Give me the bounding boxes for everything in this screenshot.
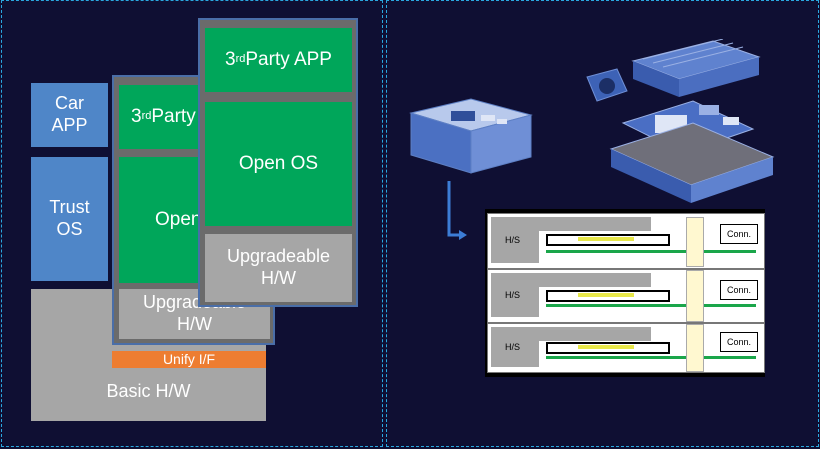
card-frame [546, 342, 670, 354]
trust-os-block: Trust OS [31, 157, 108, 281]
connector-label: Conn. [720, 224, 758, 244]
pcb-shelf [539, 217, 651, 231]
car-app-block: Car APP [31, 83, 108, 147]
rack-row: H/S Conn. [487, 213, 765, 269]
unify-if-block: Unify I/F [112, 351, 266, 368]
compute-box-illustration [409, 98, 533, 174]
connector-label: Conn. [720, 280, 758, 300]
yellow-chip [578, 345, 634, 349]
connector-post [686, 217, 704, 267]
yellow-chip [578, 293, 634, 297]
card-frame [546, 234, 670, 246]
card-frame [546, 290, 670, 302]
heatsink-block: H/S [491, 273, 539, 317]
green-board [546, 356, 756, 359]
front-open-os-block: Open OS [205, 102, 352, 226]
green-board [546, 304, 756, 307]
exploded-hardware-illustration [586, 39, 775, 203]
rack-row: H/S Conn. [487, 323, 765, 373]
yellow-chip [578, 237, 634, 241]
connector-post [686, 324, 704, 372]
connector-post [686, 270, 704, 322]
basic-hw-label: Basic H/W [106, 381, 191, 402]
arrow-icon [447, 181, 467, 240]
heatsink-block: H/S [491, 327, 539, 367]
rack-diagram: H/S Conn. H/S Conn. H/S Conn. [485, 209, 765, 377]
heatsink-block: H/S [491, 217, 539, 263]
connector-label: Conn. [720, 332, 758, 352]
pcb-shelf [539, 327, 651, 341]
pcb-shelf [539, 273, 651, 287]
front-upgradeable-hw-block: Upgradeable H/W [205, 234, 352, 302]
rack-row: H/S Conn. [487, 269, 765, 323]
right-panel: H/S Conn. H/S Conn. H/S Conn. [386, 0, 819, 447]
green-board [546, 250, 756, 253]
